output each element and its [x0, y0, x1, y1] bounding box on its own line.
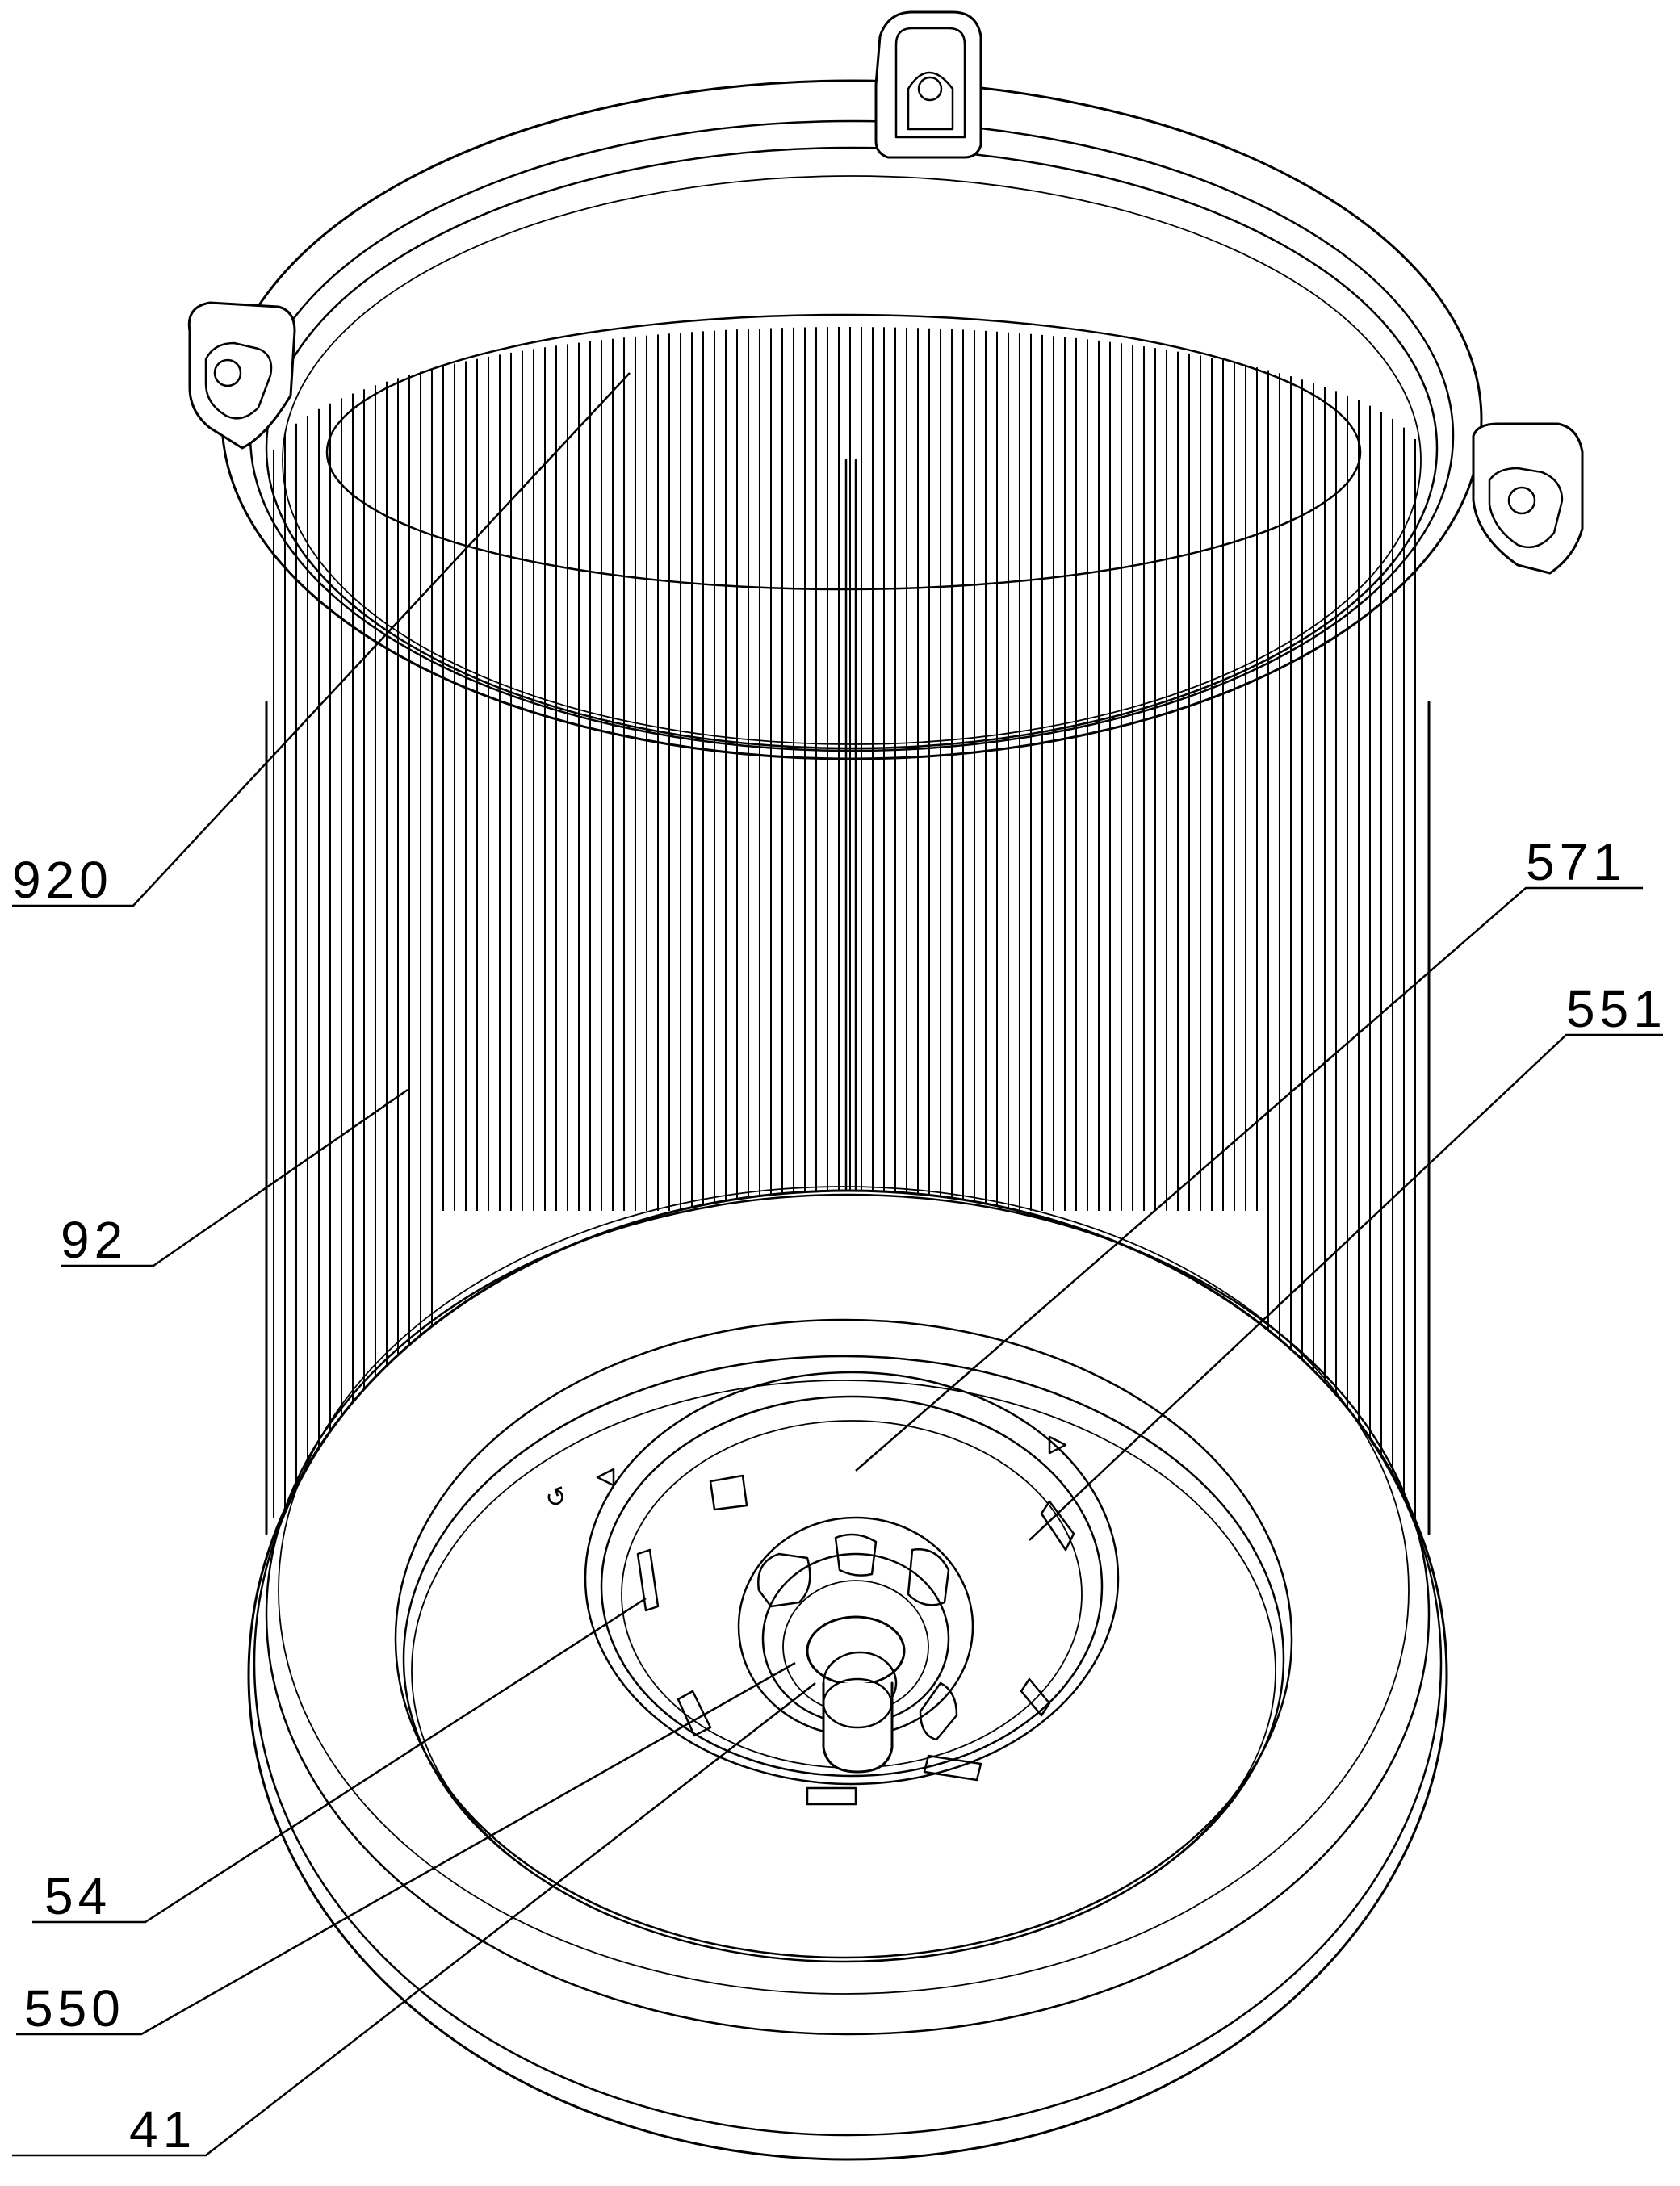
label-54: 54	[44, 1867, 111, 1925]
filter-pleats	[273, 327, 1416, 1518]
central-hub	[584, 1371, 1120, 1806]
leader-551	[1029, 1033, 1663, 1541]
label-92: 92	[61, 1211, 128, 1269]
leader-920	[12, 372, 631, 907]
label-920: 920	[12, 851, 113, 909]
label-41: 41	[129, 2100, 196, 2159]
left-mounting-lug	[187, 301, 296, 450]
label-571: 571	[1526, 833, 1627, 891]
leader-41	[12, 1682, 816, 2157]
leader-54	[32, 1597, 647, 1924]
top-mounting-lug	[874, 10, 982, 159]
leader-lines	[12, 372, 1663, 2157]
filter-body	[265, 327, 1431, 1535]
top-housing	[220, 79, 1483, 760]
reference-numerals: 920 92 571 551 54 550 41	[12, 833, 1667, 2159]
label-551: 551	[1566, 980, 1667, 1038]
label-550: 550	[24, 1979, 125, 2037]
right-mounting-lug	[1472, 422, 1584, 575]
leader-571	[855, 886, 1643, 1472]
leader-92	[61, 1088, 408, 1267]
leader-550	[16, 1661, 796, 2036]
